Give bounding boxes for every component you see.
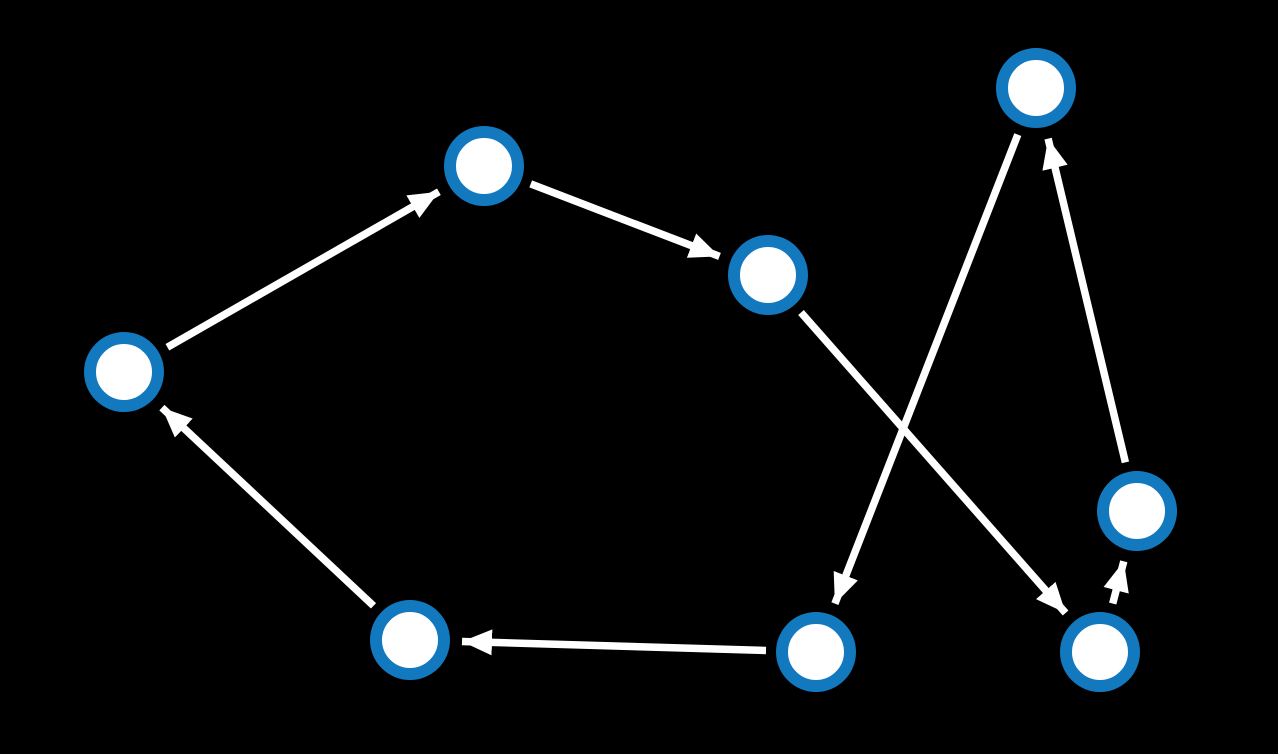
edge-node-bottom-right-to-node-right [1103,560,1129,605]
node-middle [728,235,808,315]
node-bottom-left [370,600,450,680]
node-left [84,332,164,412]
edge-node-middle-to-node-bottom-right [798,310,1069,616]
node-top-right [996,48,1076,128]
node-right [1097,471,1177,551]
node-bottom-right [1060,612,1140,692]
node-bottom-center [776,612,856,692]
edge-node-upper-middle-to-node-middle [529,180,721,260]
edge-node-bottom-left-to-node-left [159,404,377,609]
node-upper-middle [444,126,524,206]
edge-node-bottom-center-to-node-bottom-left [461,629,767,656]
edge-node-left-to-node-upper-middle [165,188,441,351]
edge-node-right-to-node-top-right [1042,137,1130,464]
edge-node-top-right-to-node-bottom-center [831,133,1022,605]
